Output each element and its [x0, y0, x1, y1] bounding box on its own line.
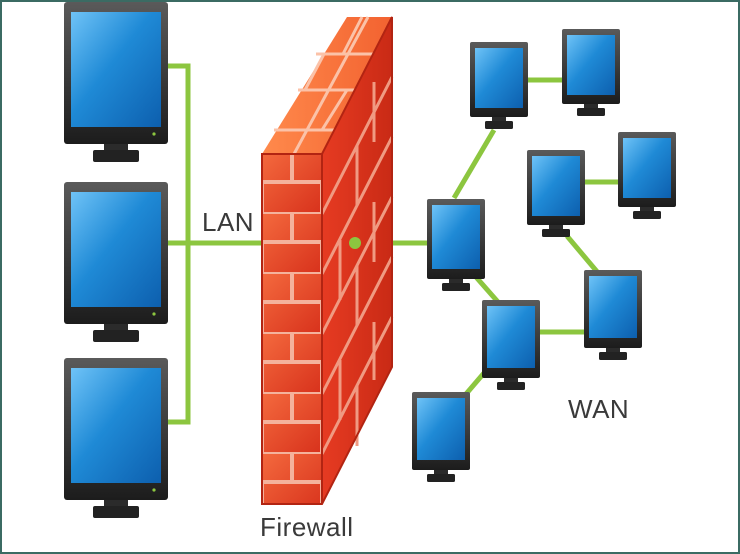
wan-workstation-3 [527, 150, 585, 237]
lan-workstation-3 [64, 358, 168, 518]
wan-workstation-5 [427, 199, 485, 291]
wan-workstation-2 [562, 29, 620, 116]
wan-workstation-8 [412, 392, 470, 482]
lan-workstation-1 [64, 2, 168, 162]
wan-workstation-7 [482, 300, 540, 390]
firewall-wall [261, 16, 394, 505]
lan-label: LAN [202, 207, 255, 237]
wan-workstation-6 [584, 270, 642, 360]
firewall-label: Firewall [260, 512, 354, 542]
lan-links [167, 63, 264, 425]
wan-label: WAN [568, 394, 630, 424]
wan-workstation-4 [618, 132, 676, 219]
lan-workstation-2 [64, 182, 168, 342]
wan-workstation-1 [470, 42, 528, 129]
